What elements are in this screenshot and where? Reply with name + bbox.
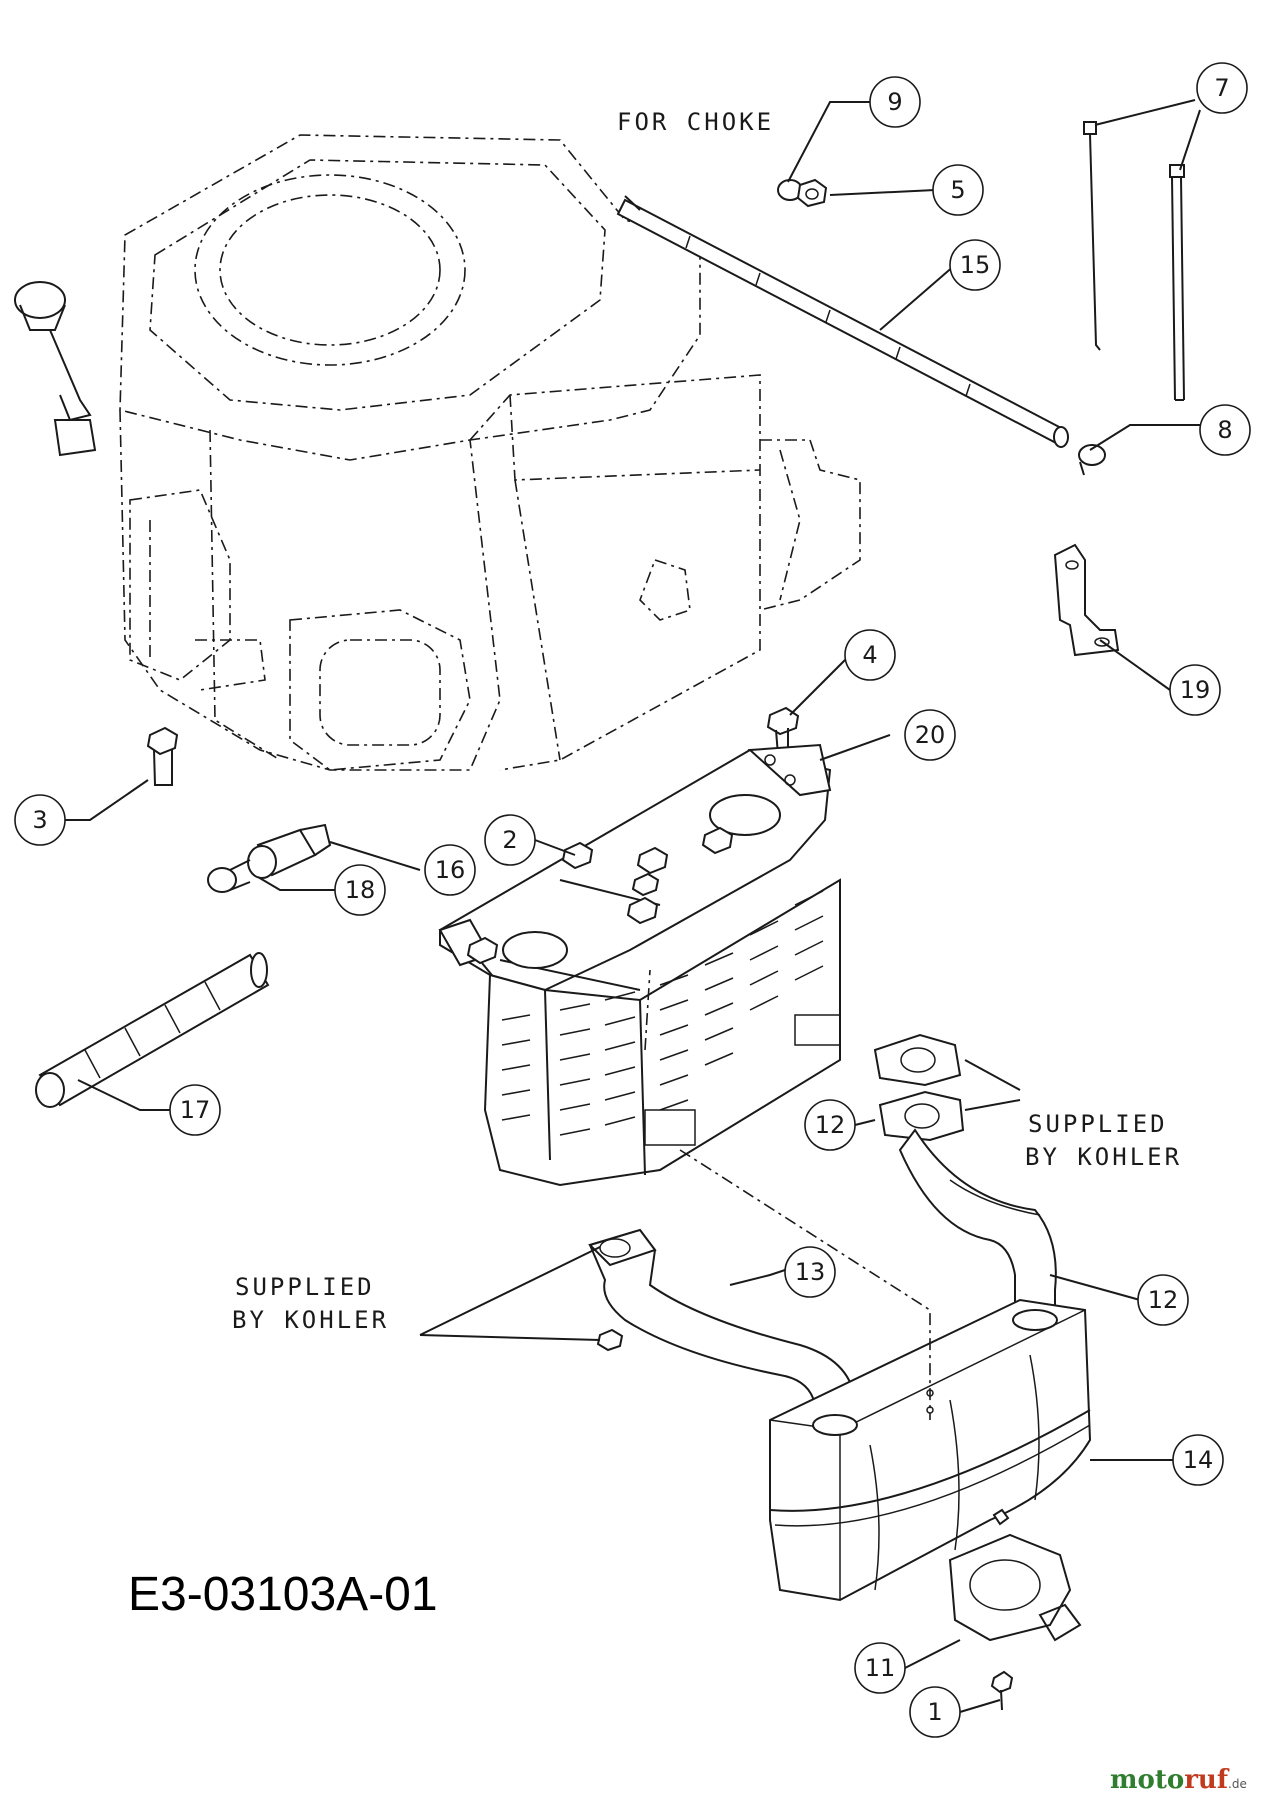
screw-1 [990,1670,1014,1711]
watermark-logo: motoruf.de [1110,1765,1247,1795]
svg-text:7: 7 [1214,74,1229,102]
callout-7: 7 [1196,62,1248,114]
fitting-16 [247,823,332,879]
note-supplied-kohler-left-2: BY KOHLER [232,1306,389,1334]
callout-4: 4 [844,629,896,681]
svg-text:13: 13 [795,1258,826,1286]
hose-17 [35,952,270,1108]
svg-text:15: 15 [960,251,991,279]
svg-text:3: 3 [32,806,47,834]
choke-tube [616,195,1069,448]
callout-16: 16 [424,844,476,896]
heat-shield-vents [501,890,841,1146]
svg-text:18: 18 [345,876,376,904]
engine-outline [119,134,861,771]
callout-2: 2 [484,814,536,866]
callout-15: 15 [949,239,1001,291]
callouts: 9 5 15 7 8 19 4 20 2 3 16 18 17 12 12 13… [14,62,1251,1738]
svg-text:12: 12 [815,1111,846,1139]
svg-text:4: 4 [862,641,877,669]
svg-text:2: 2 [502,826,517,854]
callout-17: 17 [169,1084,221,1136]
callout-9: 9 [869,76,921,128]
note-supplied-kohler-right-2: BY KOHLER [1025,1143,1182,1171]
callout-19: 19 [1169,664,1221,716]
svg-text:9: 9 [887,88,902,116]
dipstick [14,281,97,457]
svg-text:16: 16 [435,856,466,884]
svg-text:1: 1 [927,1698,942,1726]
gaskets [873,1033,965,1142]
bolt-3 [146,726,179,786]
callout-3: 3 [14,794,66,846]
callout-13: 13 [784,1246,836,1298]
svg-text:12: 12 [1148,1286,1179,1314]
callout-11: 11 [854,1642,906,1694]
clamp-18 [207,859,251,893]
notes: FOR CHOKE SUPPLIED BY KOHLER SUPPLIED BY… [232,108,1182,1334]
hose-clamp-8 [1078,444,1106,476]
cable-ties [1083,121,1185,401]
svg-text:motoruf.de: motoruf.de [1110,1765,1247,1795]
svg-text:5: 5 [950,176,965,204]
callout-20: 20 [904,709,956,761]
muffler [769,1298,1092,1602]
callout-12-gasket: 12 [804,1099,856,1151]
drawing-number: E3-03103A-01 [128,1568,438,1621]
svg-text:20: 20 [915,721,946,749]
svg-text:11: 11 [865,1654,896,1682]
callout-8: 8 [1199,404,1251,456]
note-supplied-kohler-left-1: SUPPLIED [235,1273,375,1301]
svg-text:8: 8 [1217,416,1232,444]
bracket-19 [1053,543,1120,657]
note-for-choke: FOR CHOKE [617,108,774,136]
svg-text:17: 17 [180,1096,211,1124]
washer-nut [777,178,828,208]
callout-1: 1 [909,1686,961,1738]
callout-14: 14 [1172,1434,1224,1486]
note-supplied-kohler-right-1: SUPPLIED [1028,1110,1168,1138]
leader-lines [60,99,1201,1713]
svg-text:14: 14 [1183,1446,1214,1474]
callout-12-pipe: 12 [1137,1274,1189,1326]
heat-shield [438,743,841,1187]
svg-text:19: 19 [1180,676,1211,704]
callout-5: 5 [932,164,984,216]
callout-18: 18 [334,864,386,916]
deflector [948,1508,1082,1642]
